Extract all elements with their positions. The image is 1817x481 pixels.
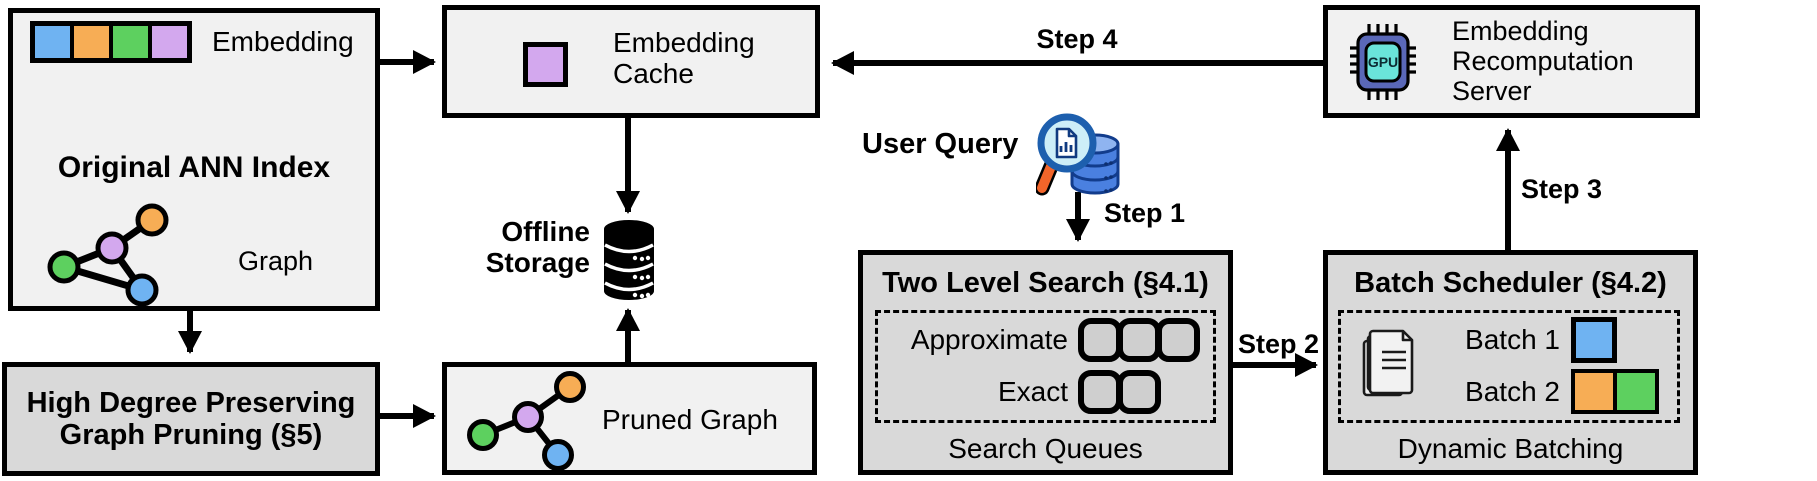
- graph-pruning-box: High Degree Preserving Graph Pruning (§5…: [2, 362, 380, 476]
- embedding-vector: [30, 21, 192, 63]
- embedding-cell-purple: [152, 26, 187, 58]
- embedding-cache-title-line1: Embedding: [613, 27, 755, 58]
- queue-slot-icon: [1078, 370, 1122, 414]
- batch2-embedding-icons: [1571, 369, 1659, 414]
- query-document: [1055, 127, 1078, 159]
- batch1-embedding-icon: [1571, 317, 1617, 363]
- queue-slot-icon: [1156, 318, 1200, 362]
- two-level-search-box: Two Level Search (§4.1) Approximate Exac…: [858, 250, 1233, 475]
- recomputation-server-title-line3: Server: [1452, 76, 1532, 106]
- embedding-label: Embedding: [212, 26, 354, 57]
- batch-scheduler-box: Batch Scheduler (§4.2) Batch 1 Batch 2 D…: [1323, 250, 1698, 475]
- step1-label: Step 1: [1104, 198, 1186, 228]
- pruned-graph-title: Pruned Graph: [602, 404, 778, 435]
- batch2-cell-orange: [1575, 373, 1613, 410]
- original-ann-index-title: Original ANN Index: [57, 151, 331, 184]
- user-query-icon: [1036, 113, 1120, 196]
- queue-slot-icon: [1078, 318, 1122, 362]
- search-queues-footer: Search Queues: [948, 433, 1143, 464]
- approximate-queue-icons: [1078, 318, 1200, 362]
- graph-label: Graph: [238, 246, 314, 276]
- search-queues-dashed-region: [875, 310, 1216, 423]
- query-batch-documents-icon: [1362, 329, 1414, 397]
- dynamic-batching-dashed-region: [1338, 310, 1680, 423]
- pruned-graph-box: Pruned Graph: [442, 362, 817, 475]
- two-level-search-title: Two Level Search (§4.1): [882, 267, 1209, 299]
- recomputation-server-box: GPU Embedding Recomputation Server: [1323, 5, 1700, 118]
- offline-storage-database-icon: [604, 220, 654, 300]
- queue-slot-icon: [1117, 370, 1161, 414]
- batch-scheduler-title: Batch Scheduler (§4.2): [1354, 267, 1667, 299]
- user-query-label: User Query: [862, 128, 1019, 160]
- original-ann-index-box: Embedding Original ANN Index Graph: [8, 8, 380, 311]
- original-graph-icon: [47, 203, 169, 307]
- step4-label: Step 4: [1036, 24, 1118, 54]
- step2-label: Step 2: [1238, 329, 1320, 359]
- recomputation-server-title-line2: Recomputation: [1452, 46, 1634, 76]
- cached-embedding-icon: [523, 42, 568, 87]
- approximate-label: Approximate: [910, 324, 1068, 355]
- offline-storage-label: Offline Storage: [485, 216, 590, 279]
- gpu-chip-icon: GPU: [1350, 24, 1416, 100]
- exact-label: Exact: [997, 376, 1068, 407]
- batch1-label: Batch 1: [1465, 324, 1560, 355]
- queue-slot-icon: [1117, 318, 1161, 362]
- batch2-cell-green: [1617, 373, 1655, 410]
- graph-pruning-title-line1: High Degree Preserving: [26, 386, 356, 419]
- exact-queue-icons: [1078, 370, 1161, 414]
- embedding-cell-green: [113, 26, 148, 58]
- embedding-cell-blue: [35, 26, 70, 58]
- recomputation-server-title-line1: Embedding: [1452, 16, 1589, 46]
- embedding-cache-title-line2: Cache: [613, 58, 694, 90]
- batch2-label: Batch 2: [1465, 376, 1560, 407]
- gpu-chip-label: GPU: [1368, 54, 1398, 70]
- step3-label: Step 3: [1521, 174, 1603, 204]
- pruned-graph-icon: [467, 371, 586, 470]
- embedding-cell-orange: [74, 26, 109, 58]
- dynamic-batching-footer: Dynamic Batching: [1397, 433, 1624, 464]
- graph-pruning-title-line2: Graph Pruning (§5): [59, 419, 323, 451]
- magnifier-handle: [1037, 159, 1057, 193]
- embedding-cache-box: Embedding Cache: [442, 5, 820, 118]
